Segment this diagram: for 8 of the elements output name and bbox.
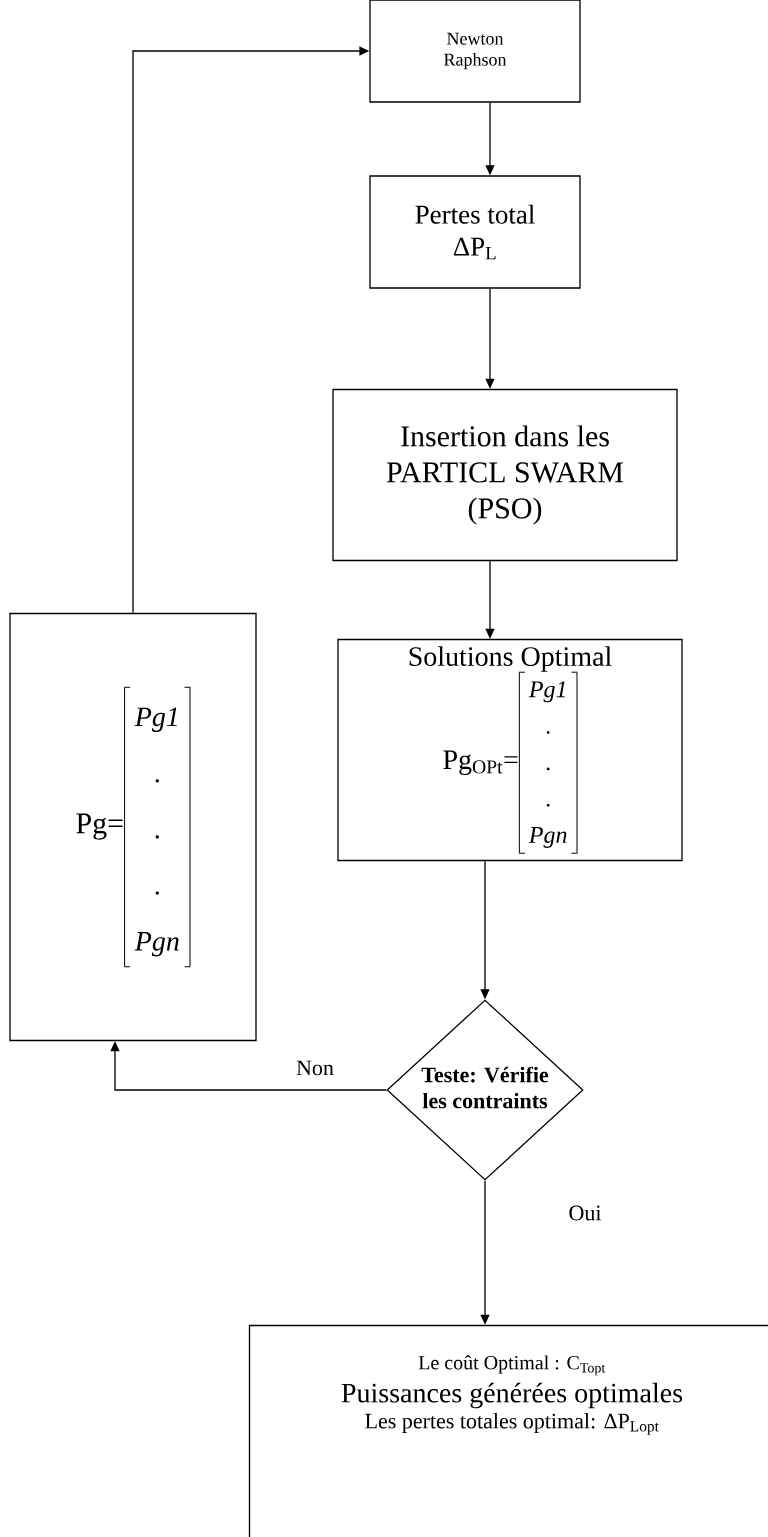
process-box: Pertes total ΔP$_{L}$ bbox=[369, 175, 581, 289]
edge-label: Non bbox=[295, 1059, 335, 1077]
edge-label: Oui bbox=[567, 1204, 603, 1222]
result-box: Le coût Optimal : C$_{Topt}$ Puissances générées optimales Les pertes totales optimal: ΔP$_{Lopt}$ bbox=[248, 1324, 768, 1537]
process-box: Newton Raphson bbox=[369, 0, 581, 103]
process-box: Pg= Pg1 . . . Pgn bbox=[9, 612, 257, 1042]
process-box: Solutions Optimal Pg$_{OPt}$= Pg1 . . . Pgn bbox=[337, 638, 683, 862]
process-box: Insertion dans les PARTICL SWARM (PSO) bbox=[332, 388, 678, 562]
